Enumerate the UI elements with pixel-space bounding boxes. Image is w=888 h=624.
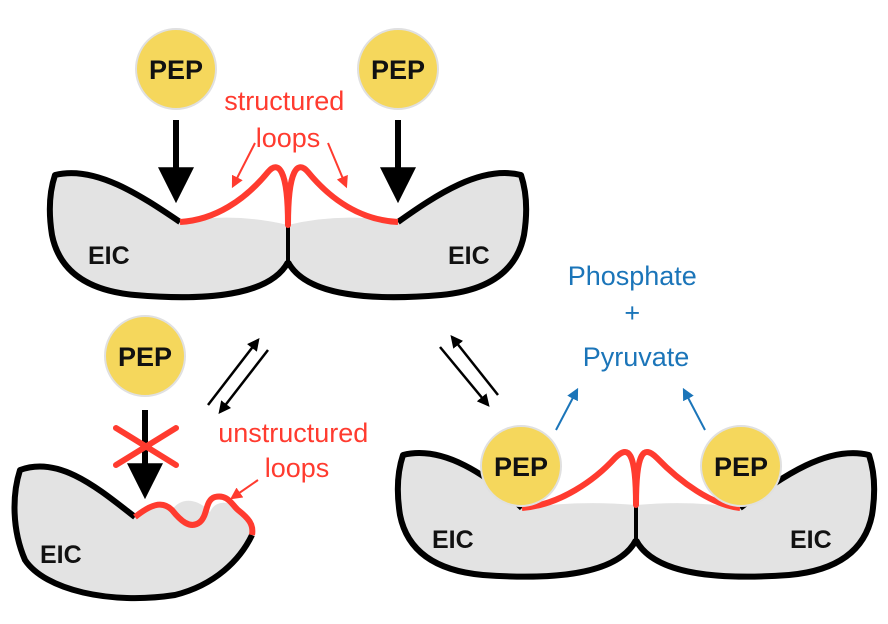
product-arrow-right [682,387,706,431]
eic-label-bound-right: EIC [790,526,832,554]
bound-dimer: EIC EIC [394,449,878,580]
eic-protomer-bound-right [636,453,875,577]
eic-label-top-right: EIC [448,242,490,270]
unstructured-loops [133,493,256,536]
structured-loops [179,164,399,228]
equilibrium-arrows-icon-right [439,335,499,407]
structured-loops-bound [521,449,741,511]
pep-molecule-unbound: PEP [104,315,186,397]
svg-text:PEP: PEP [118,342,172,372]
eic-protomer-top-right [288,173,527,298]
eic-protomer-top-left [49,173,289,298]
top-dimer: EIC EIC [46,164,530,301]
eic-label-monomer: EIC [40,541,82,569]
svg-text:PEP: PEP [371,55,425,85]
eic-protomer-bound-left [397,453,636,577]
products-label: Phosphate + Pyruvate [568,261,705,372]
eic-label-top-left: EIC [88,242,130,270]
pep-molecule-top-left: PEP [135,28,217,110]
svg-text:PEP: PEP [149,55,203,85]
equilibrium-arrows-icon-left [207,338,269,414]
svg-text:PEP: PEP [494,452,548,482]
product-arrow-left [555,387,579,431]
eic-label-bound-left: EIC [432,526,474,554]
svg-text:PEP: PEP [714,452,768,482]
unstructured-loops-label: unstructured loops [218,418,376,483]
pep-molecule-bound-right: PEP [700,425,782,507]
pep-molecule-top-right: PEP [357,28,439,110]
monomer-unstructured: EIC [11,463,256,602]
red-x-icon [113,425,179,468]
pep-molecule-bound-left: PEP [480,425,562,507]
structured-loops-label: structured loops [224,86,352,153]
eic-protomer-monomer [14,466,253,599]
